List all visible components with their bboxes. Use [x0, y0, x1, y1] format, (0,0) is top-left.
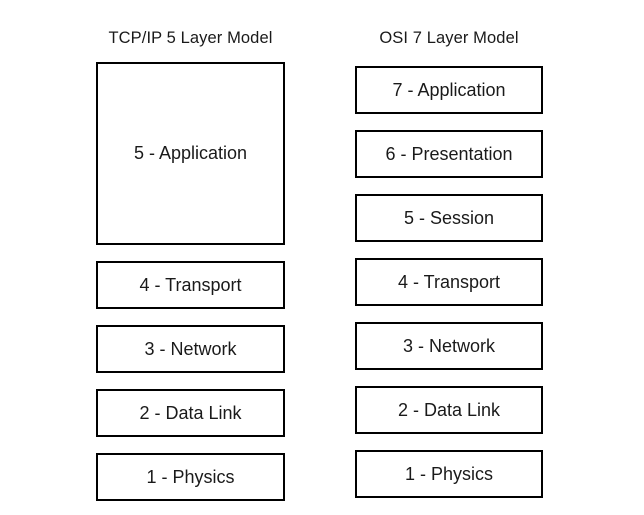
- layer-label: 5 - Session: [403, 207, 495, 228]
- layer-label: 7 - Application: [392, 79, 506, 100]
- osi-layer-4-transport: 4 - Transport: [355, 258, 543, 306]
- layer-label: 3 - Network: [144, 338, 237, 359]
- layer-label: 2 - Data Link: [397, 399, 501, 420]
- tcpip-layer-1-physics: 1 - Physics: [96, 453, 285, 501]
- osi-layer-1-physics: 1 - Physics: [355, 450, 543, 498]
- osi-model-title: OSI 7 Layer Model: [379, 29, 519, 47]
- osi-layer-5-session: 5 - Session: [355, 194, 543, 242]
- layer-label: 4 - Transport: [397, 271, 501, 292]
- tcpip-layer-5-application: 5 - Application: [96, 62, 285, 245]
- tcpip-layer-4-transport: 4 - Transport: [96, 261, 285, 309]
- layer-label: 2 - Data Link: [139, 402, 242, 423]
- osi-layer-7-application: 7 - Application: [355, 66, 543, 114]
- tcpip-layer-stack: 5 - Application 4 - Transport 3 - Networ…: [96, 62, 285, 501]
- osi-layer-6-presentation: 6 - Presentation: [355, 130, 543, 178]
- layer-label: 4 - Transport: [139, 274, 242, 295]
- osi-layer-stack: 7 - Application 6 - Presentation 5 - Ses…: [355, 66, 543, 498]
- tcpip-model-title: TCP/IP 5 Layer Model: [108, 29, 273, 47]
- layer-label: 3 - Network: [402, 335, 496, 356]
- layer-label: 1 - Physics: [146, 466, 235, 487]
- layer-label: 1 - Physics: [404, 463, 494, 484]
- layer-label: 5 - Application: [133, 143, 248, 163]
- osi-layer-2-data-link: 2 - Data Link: [355, 386, 543, 434]
- tcpip-layer-2-data-link: 2 - Data Link: [96, 389, 285, 437]
- layer-label: 6 - Presentation: [385, 143, 513, 164]
- osi-layer-3-network: 3 - Network: [355, 322, 543, 370]
- tcpip-model-column: TCP/IP 5 Layer Model 5 - Application 4 -…: [96, 0, 285, 515]
- tcpip-layer-3-network: 3 - Network: [96, 325, 285, 373]
- osi-model-column: OSI 7 Layer Model 7 - Application 6 - Pr…: [355, 0, 543, 515]
